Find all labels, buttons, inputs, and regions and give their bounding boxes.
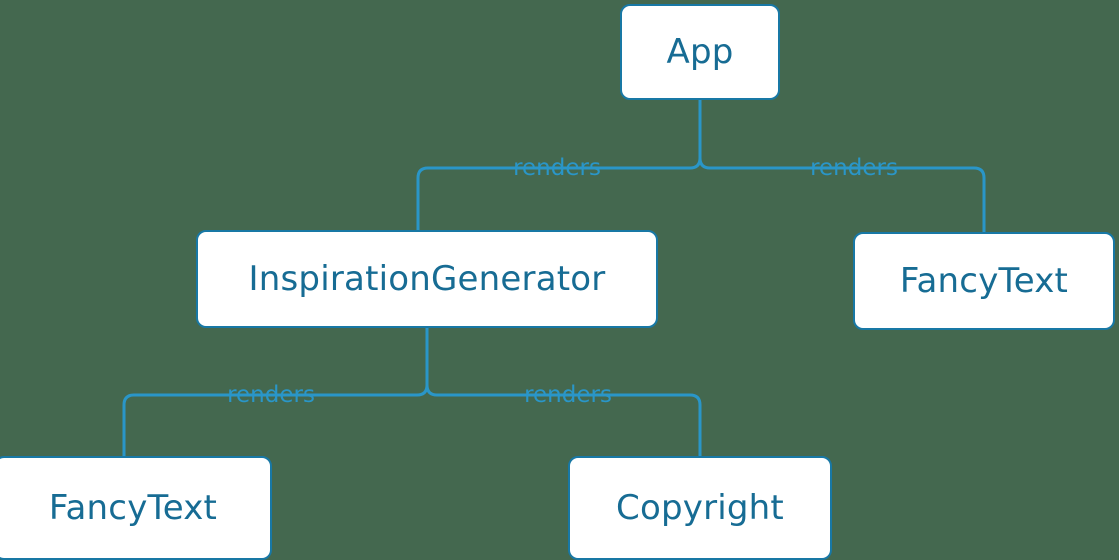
edge-label-app-inspirationgenerator: renders bbox=[513, 155, 601, 181]
edge-label-app-fancytext-right: renders bbox=[810, 155, 898, 181]
node-fancytext-right-label: FancyText bbox=[899, 261, 1069, 301]
edge-label-inspirationgenerator-fancytext-left: renders bbox=[227, 382, 315, 408]
node-fancytext-left-label: FancyText bbox=[48, 488, 218, 528]
node-app-label: App bbox=[666, 32, 734, 72]
node-fancytext-right[interactable]: FancyText bbox=[853, 232, 1115, 330]
edge-inspirationgenerator-to-copyright bbox=[425, 328, 702, 456]
edge-app-to-fancytext-right bbox=[698, 100, 986, 232]
node-inspirationgenerator-label: InspirationGenerator bbox=[248, 259, 606, 299]
node-inspirationgenerator[interactable]: InspirationGenerator bbox=[196, 230, 658, 328]
node-app[interactable]: App bbox=[620, 4, 780, 100]
node-fancytext-left[interactable]: FancyText bbox=[0, 456, 272, 560]
node-copyright-label: Copyright bbox=[616, 488, 784, 528]
node-copyright[interactable]: Copyright bbox=[568, 456, 832, 560]
edge-label-inspirationgenerator-copyright: renders bbox=[524, 382, 612, 408]
